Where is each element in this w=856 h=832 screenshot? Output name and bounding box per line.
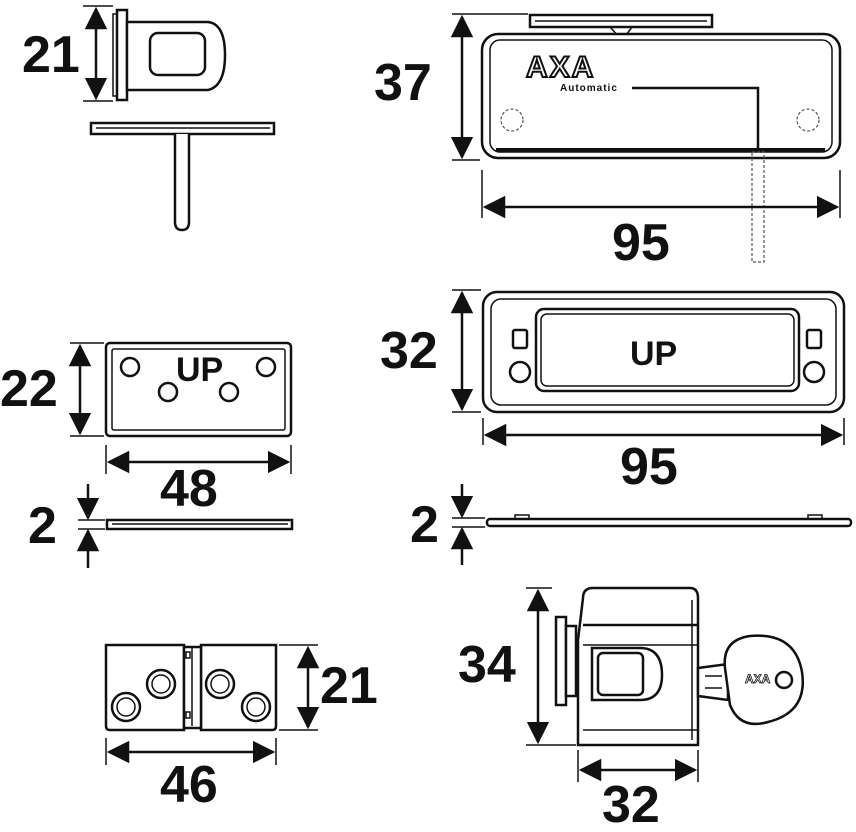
lock-height-dimension: 37 <box>374 13 528 161</box>
small-plate-side-view <box>105 518 294 531</box>
lock-height-label: 37 <box>374 54 432 112</box>
cylinder-height-label: 34 <box>458 636 516 694</box>
large-plate-height-label: 32 <box>380 322 438 380</box>
hinge-width-dimension: 46 <box>105 738 277 814</box>
large-plate-thickness-label: 2 <box>410 496 439 554</box>
large-mounting-plate: UP <box>481 290 846 414</box>
lock-width-dimension: 95 <box>481 170 841 272</box>
small-plate-up-label: UP <box>176 351 223 389</box>
large-plate-side-view <box>485 514 853 528</box>
large-plate-thickness-dimension: 2 <box>410 484 485 565</box>
brand-logo: AXA <box>526 51 595 84</box>
small-plate-height-label: 22 <box>0 360 58 418</box>
small-plate-width-label: 48 <box>160 460 218 518</box>
lock-width-label: 95 <box>612 214 670 272</box>
hinge-height-label: 21 <box>320 657 378 715</box>
lock-body-front-view: AXA Automatic <box>480 13 842 263</box>
key-brand-logo: AXA <box>745 672 771 686</box>
cylinder-height-dimension: 34 <box>458 587 576 746</box>
striker-top-view <box>89 121 276 232</box>
small-plate-height-dimension: 22 <box>0 342 104 437</box>
large-plate-width-label: 95 <box>620 438 678 496</box>
small-plate-thickness-dimension: 2 <box>28 484 105 568</box>
small-plate-thickness-label: 2 <box>28 497 57 555</box>
cylinder-width-dimension: 32 <box>577 750 699 832</box>
striker-height-label: 21 <box>22 26 80 84</box>
cylinder-width-label: 32 <box>602 776 660 832</box>
striker-side-view <box>112 8 227 102</box>
striker-height-dimension: 21 <box>22 5 113 102</box>
hinge-width-label: 46 <box>160 756 218 814</box>
cylinder-lock-with-key: AXA <box>554 586 805 747</box>
small-plate-width-dimension: 48 <box>105 445 292 518</box>
small-mounting-plate: UP <box>104 341 293 438</box>
brand-subtitle: Automatic <box>560 83 618 94</box>
large-plate-width-dimension: 95 <box>482 418 845 496</box>
hinge-height-dimension: 21 <box>279 644 378 731</box>
hinge-plate <box>104 643 278 732</box>
large-plate-up-label: UP <box>630 335 677 373</box>
large-plate-height-dimension: 32 <box>380 289 481 413</box>
